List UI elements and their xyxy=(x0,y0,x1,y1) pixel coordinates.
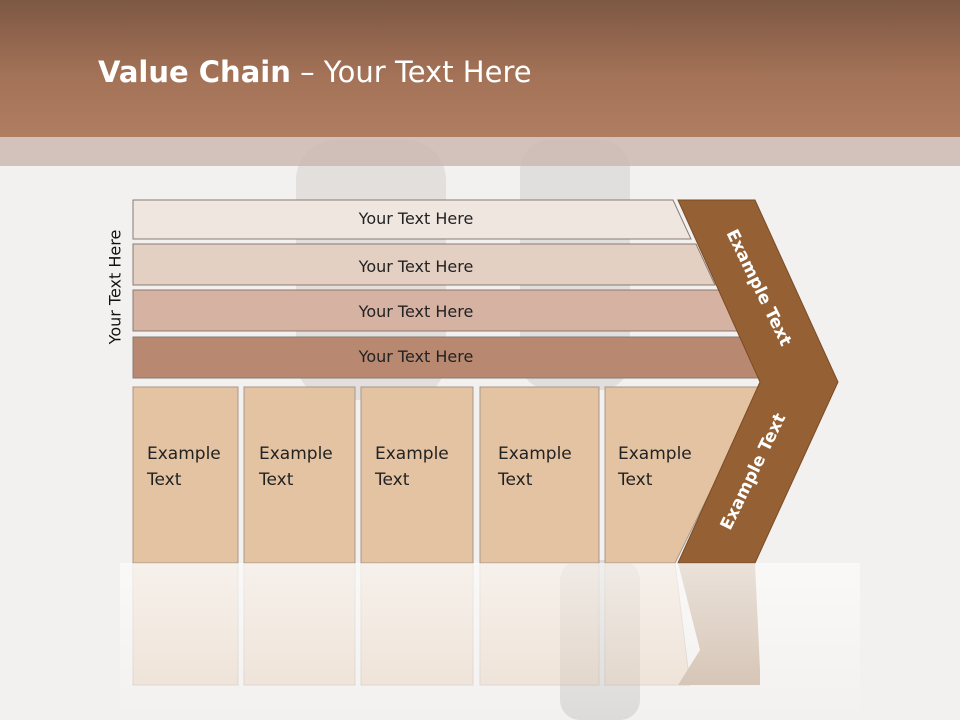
example-box-3 xyxy=(360,386,474,564)
box-3-line-2: Text xyxy=(374,470,410,490)
row-bar-2 xyxy=(132,243,716,286)
row-label-1: Your Text Here xyxy=(358,209,474,228)
title-strip xyxy=(0,137,960,166)
title-bold: Value Chain xyxy=(98,55,291,89)
row-bar-1 xyxy=(132,199,692,240)
box-1-line-1: Example xyxy=(147,444,221,464)
box-3-line-1: Example xyxy=(375,444,449,464)
title-rest: – Your Text Here xyxy=(290,55,532,89)
box-5-line-1: Example xyxy=(618,444,692,464)
example-box-1 xyxy=(132,386,239,564)
box-5-line-2: Text xyxy=(617,470,653,490)
example-boxes xyxy=(132,386,763,564)
box-1-line-2: Text xyxy=(146,470,182,490)
box-2-line-2: Text xyxy=(258,470,294,490)
example-box-2 xyxy=(243,386,356,564)
box-2-line-1: Example xyxy=(259,444,333,464)
slide-title: Value Chain – Your Text Here xyxy=(98,55,532,89)
row-label-4: Your Text Here xyxy=(358,347,474,366)
box-4-line-2: Text xyxy=(497,470,533,490)
reflection-fade xyxy=(120,563,860,720)
title-bar xyxy=(0,0,960,137)
row-label-2: Your Text Here xyxy=(358,257,474,276)
box-4-line-1: Example xyxy=(498,444,572,464)
row-label-3: Your Text Here xyxy=(358,302,474,321)
